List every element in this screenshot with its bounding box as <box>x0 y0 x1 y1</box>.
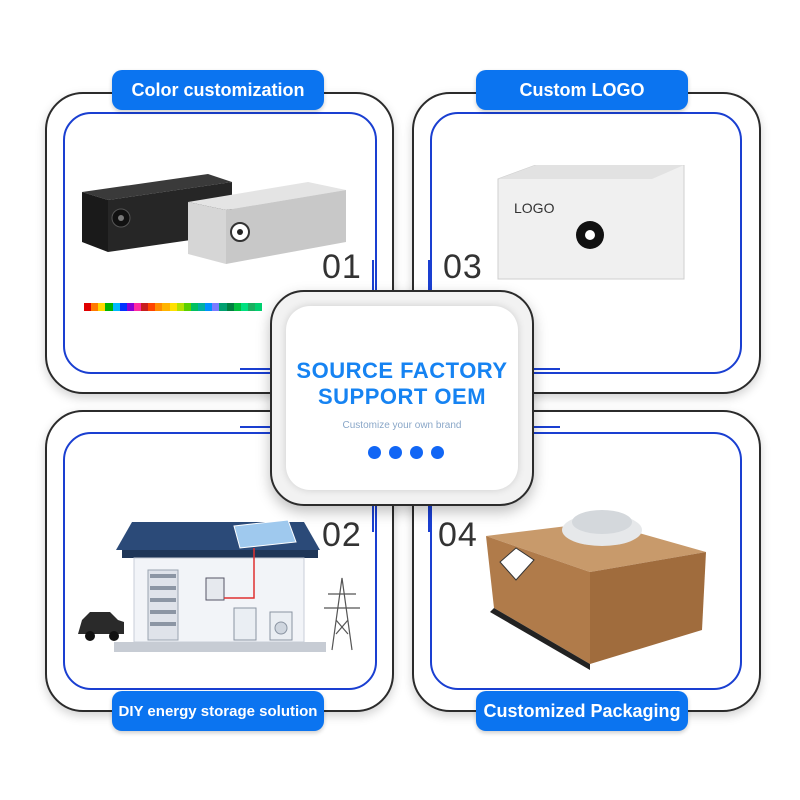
connector-line <box>428 500 430 532</box>
color-swatch <box>169 303 177 311</box>
connector-line <box>372 500 374 532</box>
connector-line <box>372 260 374 292</box>
connector-line <box>240 426 272 428</box>
solar-panel-icon <box>233 519 297 549</box>
washing-machine-icon <box>269 611 293 641</box>
color-swatch <box>162 303 170 311</box>
color-swatch <box>141 303 149 311</box>
logo-text: LOGO <box>514 200 555 216</box>
center-title-line2: SUPPORT OEM <box>317 384 487 409</box>
color-swatch <box>148 303 156 311</box>
color-swatch <box>119 303 127 311</box>
dot <box>368 446 381 459</box>
dot <box>389 446 402 459</box>
car-icon <box>78 612 124 641</box>
color-swatch <box>133 303 141 311</box>
label-customized-packaging: Customized Packaging <box>476 691 688 731</box>
house-energy-system-image <box>78 519 360 652</box>
connector-line <box>240 368 272 370</box>
cardboard-box-image <box>486 510 706 670</box>
power-tower-icon <box>324 577 360 651</box>
color-swatch <box>190 303 198 311</box>
battery-boxes-image <box>82 174 346 264</box>
color-swatch <box>155 303 163 311</box>
label-diy-energy: DIY energy storage solution <box>112 691 324 731</box>
color-swatch <box>247 303 255 311</box>
fan-icon <box>230 222 250 242</box>
logo-box-image: LOGO <box>497 165 685 280</box>
fan-icon <box>111 208 131 228</box>
dot <box>410 446 423 459</box>
dots-indicator <box>368 446 444 459</box>
fridge-icon <box>233 607 257 641</box>
center-oem-inner: SOURCE FACTORY SUPPORT OEM Customize you… <box>286 306 518 490</box>
color-swatch <box>84 303 92 311</box>
color-swatch <box>91 303 99 311</box>
center-title-line1: SOURCE FACTORY <box>296 358 508 383</box>
color-swatch <box>112 303 120 311</box>
center-subtitle: Customize your own brand <box>342 420 462 431</box>
color-swatch <box>255 303 263 311</box>
panel-number-01: 01 <box>322 248 362 286</box>
color-swatch <box>98 303 106 311</box>
color-swatch <box>105 303 113 311</box>
label-color-customization: Color customization <box>112 70 324 110</box>
panel-number-04: 04 <box>438 516 478 554</box>
connector-line <box>528 368 560 370</box>
color-swatch <box>212 303 220 311</box>
color-swatch <box>126 303 134 311</box>
color-swatch <box>183 303 191 311</box>
color-swatch-strip <box>84 303 263 311</box>
label-custom-logo: Custom LOGO <box>476 70 688 110</box>
color-swatch <box>198 303 206 311</box>
panel-number-03: 03 <box>443 248 483 286</box>
color-swatch <box>219 303 227 311</box>
fan-icon <box>576 221 604 249</box>
connector-line <box>428 260 430 292</box>
connector-line <box>528 426 560 428</box>
color-swatch <box>226 303 234 311</box>
color-swatch <box>176 303 184 311</box>
center-oem-card: SOURCE FACTORY SUPPORT OEM Customize you… <box>270 290 534 506</box>
color-swatch <box>233 303 241 311</box>
color-swatch <box>205 303 213 311</box>
panel-number-02: 02 <box>322 516 362 554</box>
dot <box>431 446 444 459</box>
color-swatch <box>240 303 248 311</box>
